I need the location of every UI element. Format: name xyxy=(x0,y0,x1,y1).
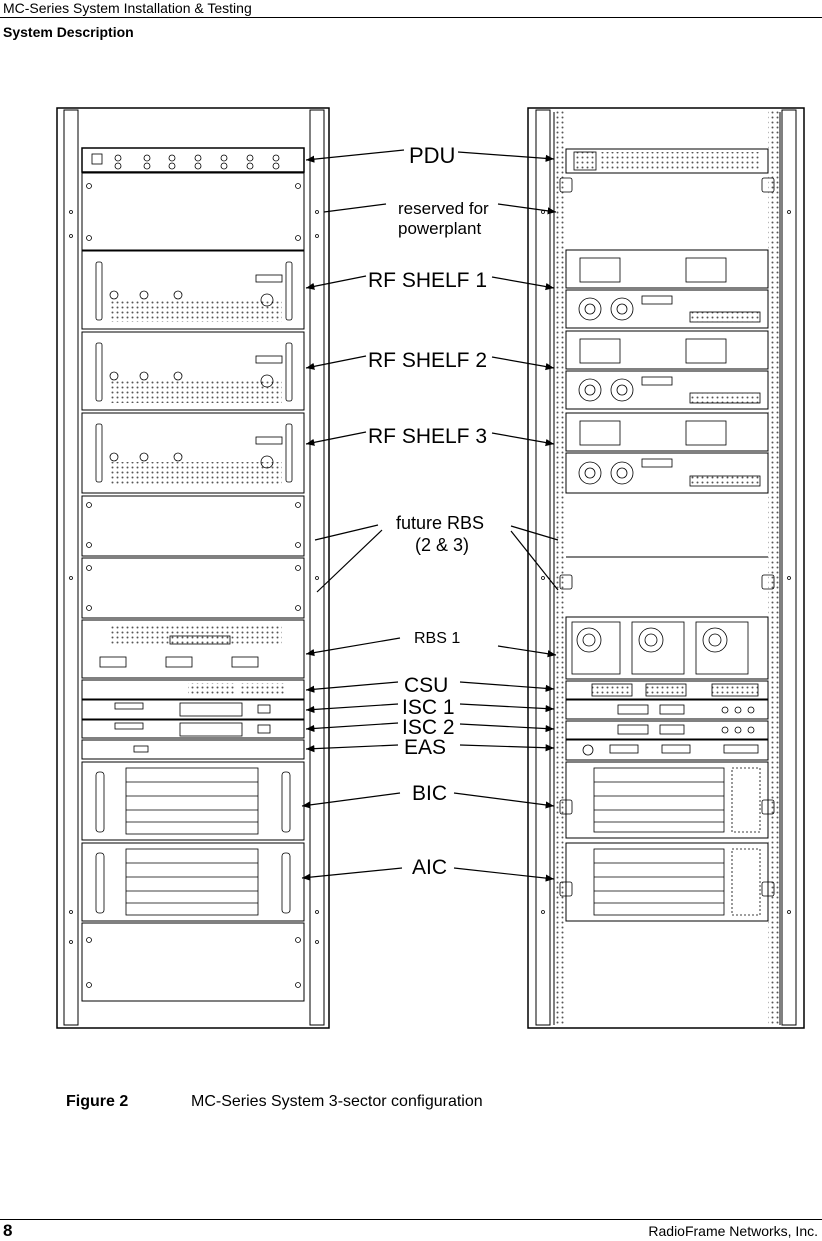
page-number: 8 xyxy=(3,1221,13,1240)
label-rbs-1: RBS 1 xyxy=(414,630,460,647)
footer-rule xyxy=(0,1219,822,1220)
label-future-rbs-line2: (2 & 3) xyxy=(415,535,469,555)
document-title: MC-Series System Installation & Testing xyxy=(3,0,252,16)
label-rf-shelf-3: RF SHELF 3 xyxy=(368,425,487,448)
front-rack-details xyxy=(69,153,319,988)
label-reserved-line1: reserved for xyxy=(398,199,489,218)
front-rack xyxy=(56,107,330,1029)
figure-label: Figure 2 xyxy=(66,1093,129,1110)
callout-lines xyxy=(301,149,559,882)
rear-rack xyxy=(527,107,805,1029)
header-rule xyxy=(0,17,822,18)
label-rf-shelf-2: RF SHELF 2 xyxy=(368,349,487,372)
label-future-rbs-line1: future RBS xyxy=(396,513,484,533)
label-pdu: PDU xyxy=(409,143,455,168)
figure-caption: MC-Series System 3-sector configuration xyxy=(191,1093,483,1110)
label-rf-shelf-1: RF SHELF 1 xyxy=(368,269,487,292)
section-title: System Description xyxy=(3,24,134,40)
label-aic: AIC xyxy=(412,856,447,879)
label-isc-1: ISC 1 xyxy=(402,696,455,719)
label-reserved-line2: powerplant xyxy=(398,219,481,238)
rear-rack-details xyxy=(541,151,791,916)
label-bic: BIC xyxy=(412,782,447,805)
label-isc-2: ISC 2 xyxy=(402,716,455,739)
company-name: RadioFrame Networks, Inc. xyxy=(648,1223,818,1239)
callout-labels: PDU reserved for powerplant RF SHELF 1 R… xyxy=(368,143,489,879)
label-csu: CSU xyxy=(404,674,448,697)
label-eas: EAS xyxy=(404,736,446,759)
